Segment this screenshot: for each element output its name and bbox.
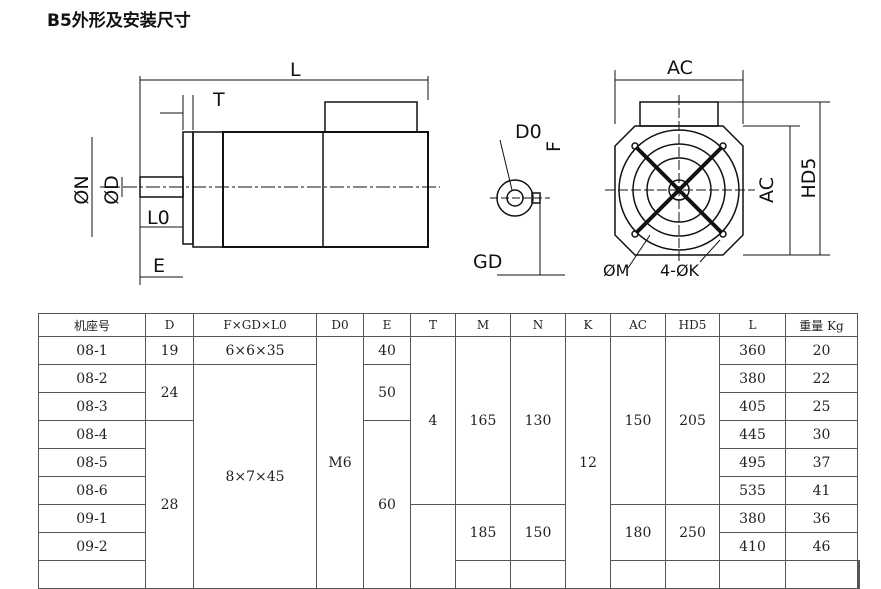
cell-N: 150 [510,504,566,561]
header-cell: AC [610,313,666,337]
label-AC-top: AC [667,57,693,79]
cell-E: 40 [363,336,411,365]
cell-fgdl0: 8×7×45 [193,364,317,589]
label-N: ØN [71,175,93,204]
cell-T [410,504,456,589]
cell-frame: 09-1 [38,504,146,533]
cell-D: 24 [145,364,194,421]
cell-L: 445 [719,420,786,449]
cell-K: 12 [565,336,611,589]
header-cell: L [719,313,786,337]
cell-AC: 180 [610,504,666,561]
label-K: 4-ØK [660,261,700,280]
table-row: 08-3 405 25 [38,392,860,421]
cell-N: 130 [510,336,566,505]
header-cell: E [363,313,411,337]
header-cell: F×GD×L0 [193,313,317,337]
cell-L: 410 [719,532,786,561]
table-row: 08-2 24 8×7×45 50 380 22 [38,364,860,589]
cell-L: 535 [719,476,786,505]
cell-L: 405 [719,392,786,421]
dimension-table: 机座号 D F×GD×L0 D0 E T M N K AC HD5 L 重量 K… [38,313,860,589]
header-cell: K [565,313,611,337]
header-cell: 机座号 [38,313,146,337]
cell-weight: 36 [785,504,858,533]
front-view: AC AC HD5 ØM 4-ØK [603,57,830,280]
cell-E: 60 [363,420,411,589]
cell-D0: M6 [316,336,364,589]
cell-frame: 08-1 [38,336,146,365]
label-L0: L0 [147,207,170,229]
label-D: ØD [101,175,123,205]
cell-frame: 08-2 [38,364,146,393]
cell-frame: 08-4 [38,420,146,449]
table-header-row: 机座号 D F×GD×L0 D0 E T M N K AC HD5 L 重量 K… [38,313,860,337]
cell-L: 495 [719,448,786,477]
cell-M: 165 [455,336,511,505]
cell-AC: 150 [610,336,666,505]
shaft-section-view: D0 F GD [473,121,565,276]
header-cell: D0 [316,313,364,337]
cell-weight: 37 [785,448,858,477]
label-M: ØM [603,261,629,280]
motor-dimension-drawing: L T ØN ØD L0 E D0 F GD [71,57,830,285]
cell-frame: 08-5 [38,448,146,477]
label-AC-side: AC [756,177,778,203]
header-cell: D [145,313,194,337]
cell-HD5: 205 [665,336,720,505]
cell-weight: 41 [785,476,858,505]
cell-HD5: 250 [665,504,720,561]
cell-T: 4 [410,336,456,505]
cell-frame: 09-2 [38,532,146,561]
label-E: E [153,255,165,277]
cell-frame: 08-6 [38,476,146,505]
cell-L: 360 [719,336,786,365]
header-cell: T [410,313,456,337]
label-L: L [290,59,301,81]
cell-D: 19 [145,336,194,365]
cell-weight: 22 [785,364,858,393]
label-T: T [212,89,225,111]
header-cell: N [510,313,566,337]
cell-weight: 25 [785,392,858,421]
table-row: 08-6 535 41 [38,476,860,505]
cell-frame: 08-3 [38,392,146,421]
header-cell: 重量 Kg [785,313,858,337]
cell-fgdl0: 6×6×35 [193,336,317,365]
page-title: B5外形及安装尺寸 [47,11,191,31]
header-cell: HD5 [665,313,720,337]
label-F: F [543,141,565,152]
cell-D: 28 [145,420,194,589]
cell-weight: 46 [785,532,858,561]
cell-E: 50 [363,364,411,421]
table-row: 08-1 19 6×6×35 M6 40 4 165 130 12 150 20… [38,336,860,589]
cell-M: 185 [455,504,511,561]
cell-weight: 20 [785,336,858,365]
cell-L: 380 [719,504,786,533]
cell-L: 380 [719,364,786,393]
side-view: L T ØN ØD L0 E [71,59,440,285]
header-cell: M [455,313,511,337]
table-row: 08-5 495 37 [38,448,860,477]
label-HD5: HD5 [798,157,820,198]
label-GD: GD [473,251,502,273]
label-D0: D0 [515,121,542,143]
cell-weight: 30 [785,420,858,449]
